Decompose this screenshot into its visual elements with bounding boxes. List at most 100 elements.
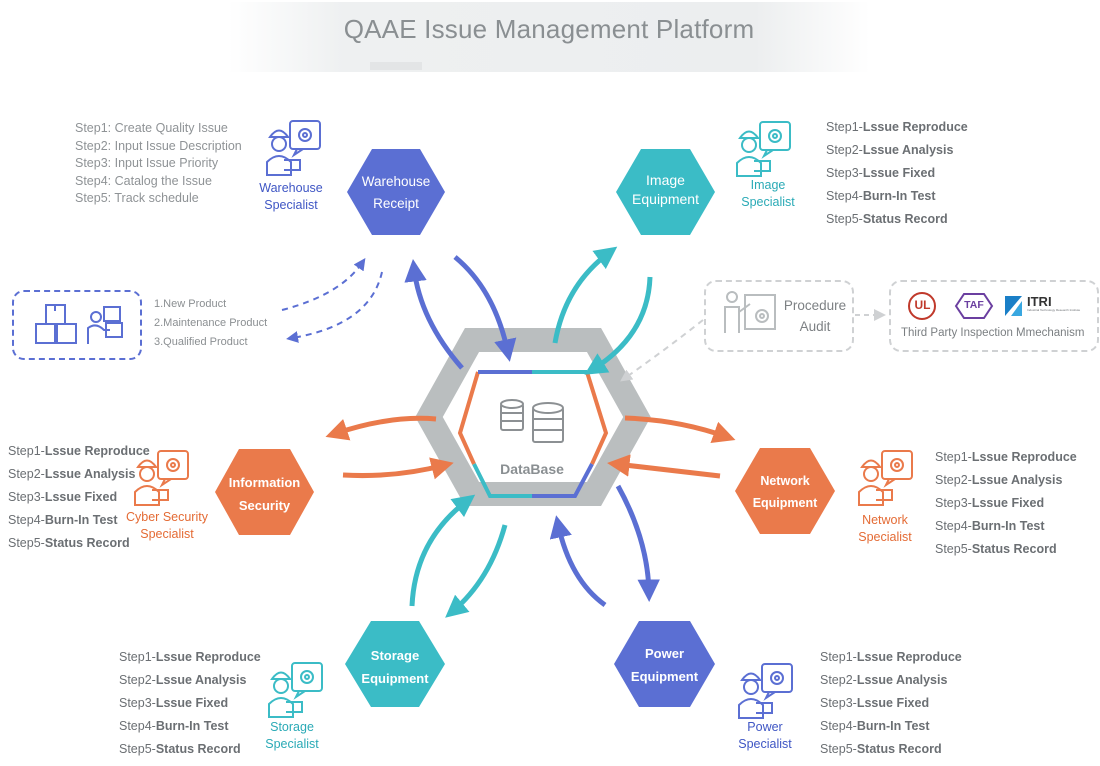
storage-specialist-icon (268, 662, 323, 718)
storage-specialist-label: Storage Specialist (252, 719, 332, 753)
step-item: Step3-Lssue Fixed (119, 696, 229, 710)
warehouse-step: Step5: Track schedule (75, 191, 199, 205)
network-equipment-hexagon (735, 448, 835, 534)
image-specialist-icon (736, 121, 791, 177)
image-specialist-line1: Image (750, 178, 786, 192)
product-type-item: 1.New Product (154, 298, 227, 310)
arrow-db-to-info (325, 415, 437, 441)
step-item: Step1-Lssue Reproduce (820, 650, 962, 664)
information-security-line1: Information (228, 475, 301, 490)
arrow-info-to-db (342, 457, 454, 480)
product-type-item: 3.Qualified Product (154, 336, 248, 348)
database-frame-orange (585, 371, 609, 465)
cyber-security-specialist-line1: Cyber Security (126, 510, 208, 524)
warehouse-receipt-label: Warehouse Receipt (347, 171, 445, 215)
arrow-network-to-db (607, 454, 721, 479)
step-item: Step2-Lssue Analysis (935, 473, 1063, 487)
power-specialist-line1: Power (747, 720, 783, 734)
image-equipment-line1: Image (646, 172, 685, 188)
network-specialist-icon (858, 450, 913, 506)
step-item: Step2-Lssue Analysis (820, 673, 948, 687)
third-party-box (889, 280, 1099, 352)
warehouse-step: Step2: Input Issue Description (75, 138, 242, 153)
image-specialist-label: Image Specialist (728, 177, 808, 211)
database-frame-teal (472, 463, 532, 498)
image-equipment-label: Image Equipment (616, 171, 715, 209)
taf-logo-text: TAF (964, 299, 984, 311)
warehouse-specialist-line2: Specialist (264, 198, 318, 212)
power-equipment-hexagon (614, 621, 715, 707)
information-security-label: Information Security (215, 471, 314, 517)
dashed-arrow-to-products (286, 271, 383, 343)
step-item: Step5-Status Record (826, 212, 948, 226)
step-item: Step4-Burn-In Test (826, 189, 936, 203)
warehouse-specialist-icon (266, 120, 321, 176)
itri-logo-text: ITRI (1027, 294, 1052, 309)
procedure-audit-line2: Audit (799, 319, 831, 334)
power-specialist-line2: Specialist (738, 737, 792, 751)
storage-specialist-line1: Storage (270, 720, 314, 734)
power-equipment-line1: Power (644, 646, 684, 661)
procedure-audit-line1: Procedure (783, 298, 847, 313)
warehouse-boxes-icon (35, 304, 123, 344)
warehouse-step: Step1: Create Quality Issue (75, 121, 228, 135)
ul-logo-text: UL (914, 298, 931, 312)
step-item: Step3-Lssue Fixed (826, 166, 936, 180)
network-specialist-line1: Network (862, 513, 908, 527)
step-item: Step5-Status Record (8, 536, 130, 550)
arrow-db-to-storage (445, 524, 508, 618)
arrow-db-to-warehouse (404, 259, 464, 370)
step-item: Step1-Lssue Reproduce (119, 650, 261, 664)
step-item: Step5-Status Record (119, 742, 241, 756)
step-item: Step3-Lssue Fixed (935, 496, 1045, 510)
database-label: DataBase (500, 461, 564, 477)
warehouse-step: Step3: Input Issue Priority (75, 156, 219, 170)
power-equipment-label: Power Equipment (614, 642, 715, 688)
taf-logo (954, 293, 994, 319)
step-item: Step1-Lssue Reproduce (826, 120, 968, 134)
image-steps: Step1-Lssue Reproduce Step2-Lssue Analys… (826, 116, 968, 231)
cyber-security-specialist-label: Cyber Security Specialist (118, 509, 216, 543)
procedure-audit-icon (724, 291, 776, 333)
arrow-image-to-db (584, 276, 653, 375)
step-item: Step4-Burn-In Test (820, 719, 930, 733)
dashed-arrow-audit-to-db (620, 319, 704, 382)
ul-logo (908, 292, 936, 320)
product-types-list: 1.New Product 2.Maintenance Product 3.Qu… (154, 295, 267, 352)
network-specialist-line2: Specialist (858, 530, 912, 544)
procedure-audit-label: Procedure Audit (780, 295, 850, 337)
storage-steps: Step1-Lssue Reproduce Step2-Lssue Analys… (119, 646, 261, 761)
step-item: Step2-Lssue Analysis (119, 673, 247, 687)
information-security-hexagon (215, 449, 314, 535)
arrow-db-to-network (624, 415, 736, 443)
step-item: Step4-Burn-In Test (8, 513, 118, 527)
storage-equipment-label: Storage Equipment (345, 644, 445, 690)
power-specialist-icon (738, 663, 793, 719)
dashed-arrow-to-warehouse (281, 258, 366, 311)
database-frame-orange (457, 371, 480, 465)
itri-logo-mark (1005, 296, 1022, 316)
warehouse-receipt-line1: Warehouse (361, 174, 431, 189)
step-item: Step4-Burn-In Test (119, 719, 229, 733)
step-item: Step5-Status Record (820, 742, 942, 756)
warehouse-specialist-line1: Warehouse (259, 181, 323, 195)
warehouse-specialist-label: Warehouse Specialist (250, 180, 332, 214)
step-item: Step5-Status Record (935, 542, 1057, 556)
step-item: Step1-Lssue Reproduce (935, 450, 1077, 464)
storage-equipment-line1: Storage (370, 648, 420, 663)
warehouse-receipt-hexagon (347, 149, 445, 235)
warehouse-step: Step4: Catalog the Issue (75, 173, 212, 188)
storage-equipment-line2: Equipment (361, 671, 429, 686)
network-equipment-label: Network Equipment (735, 470, 835, 514)
power-equipment-line2: Equipment (630, 669, 699, 684)
step-item: Step4-Burn-In Test (935, 519, 1045, 533)
step-item: Step2-Lssue Analysis (826, 143, 954, 157)
power-steps: Step1-Lssue Reproduce Step2-Lssue Analys… (820, 646, 962, 761)
product-types-box (12, 290, 142, 360)
database-icon (500, 399, 564, 443)
cyber-security-specialist-icon (134, 450, 189, 506)
arrow-db-to-image (552, 246, 618, 344)
itri-logo-subtext: Industrial Technology Research Institute (1027, 309, 1081, 312)
